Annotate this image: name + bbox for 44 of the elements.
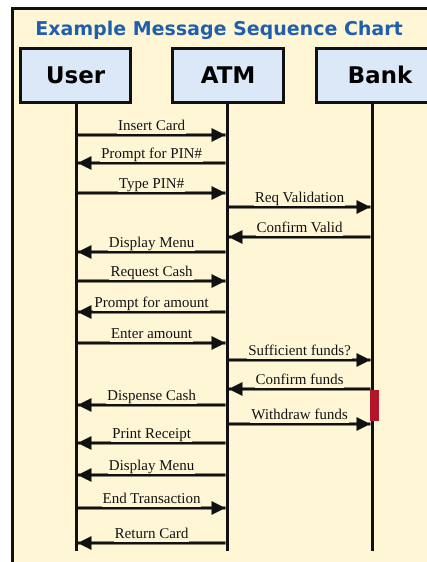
actor-name: User [46, 62, 106, 88]
actor-name: ATM [200, 62, 256, 88]
edge-label: Print Receipt [111, 426, 192, 442]
message-arrow [78, 398, 226, 412]
edge-label: Insert Card [116, 118, 186, 134]
message-arrow [78, 245, 226, 259]
edge-label: Req Validation [254, 190, 346, 206]
edge-label: Display Menu [108, 458, 196, 474]
message-arrow [228, 230, 370, 244]
edge-label: Prompt for PIN# [100, 146, 203, 162]
actor-name: Bank [348, 62, 412, 88]
edge-label: Type PIN# [118, 176, 186, 192]
message-arrow [78, 128, 226, 142]
message-arrow [78, 336, 226, 350]
edge-label: Confirm funds [254, 372, 344, 388]
actor-box [315, 47, 427, 104]
edge-label: Confirm Valid [256, 220, 344, 236]
edge-label: Request Cash [109, 264, 194, 280]
message-arrow [78, 468, 226, 482]
actor-box [171, 47, 285, 104]
message-arrow [228, 353, 370, 367]
edge-label: Prompt for amount [93, 295, 210, 311]
lifeline [226, 104, 228, 551]
message-arrow [78, 436, 226, 450]
message-arrow [78, 186, 226, 200]
edge-label: Sufficient funds? [247, 343, 352, 359]
message-arrow [228, 382, 370, 396]
lifeline [370, 104, 374, 551]
message-arrow [228, 417, 370, 431]
edge-label: Display Menu [108, 235, 196, 251]
edge-label: Dispense Cash [106, 388, 197, 404]
edge-label: Return Card [114, 526, 190, 542]
lifeline [74, 104, 78, 551]
message-arrow [78, 305, 226, 319]
message-arrow [78, 536, 226, 550]
message-arrow [228, 200, 370, 214]
message-arrow [78, 501, 226, 515]
message-arrow [78, 274, 226, 288]
edge-label: Withdraw funds [250, 407, 349, 423]
message-arrow [78, 156, 226, 170]
edge-label: End Transaction [102, 491, 202, 507]
chart-title: Example Message Sequence Chart [34, 18, 404, 40]
edge-label: Enter amount [110, 326, 194, 342]
actor-box [19, 47, 132, 104]
